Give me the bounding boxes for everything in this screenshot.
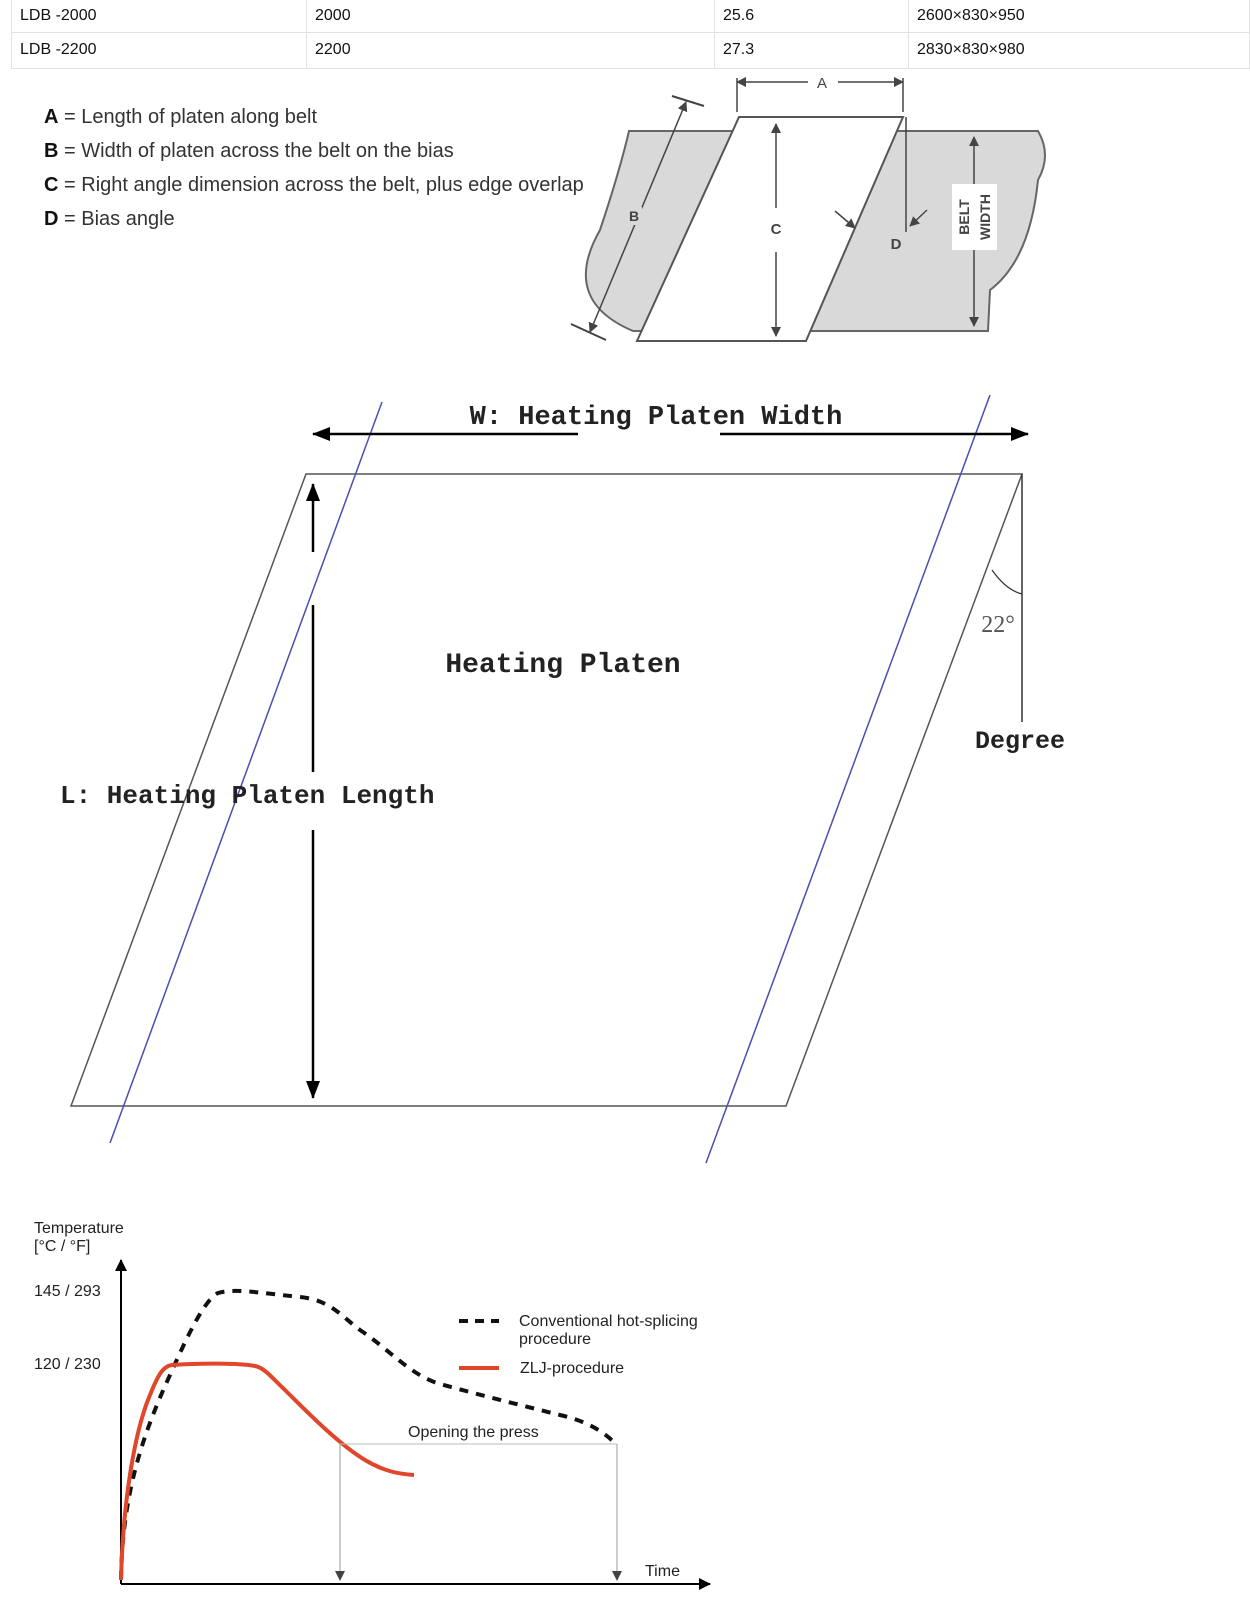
legend-key: B [44, 140, 59, 162]
table-cell: LDB -2000 [11, 0, 307, 33]
guide-line-left [109, 401, 383, 1144]
legend-key: D [44, 208, 59, 230]
legend-label-conventional: Conventional hot-splicing [519, 1313, 698, 1330]
legend-text: = Right angle dimension across the belt,… [64, 174, 584, 196]
dimension-b-tick-top [671, 95, 705, 107]
platen-center-label: Heating Platen [445, 650, 680, 681]
dimension-a-label: A [817, 75, 827, 92]
dimension-c-label: C [771, 221, 782, 238]
degree-label: Degree [975, 727, 1065, 756]
table-cell: 2830×830×980 [908, 31, 1250, 69]
legend-text: = Width of platen across the belt on the… [64, 140, 454, 162]
belt-width-label-bg [952, 184, 997, 250]
dimension-b-label-bg [626, 207, 642, 225]
table-cell: 27.3 [714, 31, 909, 69]
chart-ytick-120: 120 / 230 [34, 1356, 101, 1373]
legend-label-conventional-cont: procedure [519, 1331, 591, 1348]
width-label: W: Heating Platen Width [470, 403, 843, 433]
legend-item-a: A = Length of platen along belt [44, 100, 584, 134]
legend-text: = Bias angle [64, 208, 175, 230]
chart-ytick-145: 145 / 293 [34, 1283, 101, 1300]
dimension-d-label: D [891, 236, 902, 253]
chart-xlabel: Time [645, 1563, 680, 1580]
press-open-annotation: Opening the press [408, 1424, 539, 1441]
legend-key: A [44, 106, 59, 128]
series-zlj-line [119, 1361, 415, 1581]
platen-outline [69, 473, 1024, 1107]
dimension-d-arrow-left [834, 210, 856, 229]
chart-ylabel-line2: [°C / °F] [34, 1238, 90, 1255]
table-cell: 25.6 [714, 0, 909, 33]
temperature-chart: Temperature [°C / °F] Time 145 / 293 120… [34, 1220, 711, 1590]
degree-value: 22° [981, 612, 1015, 638]
legend-label-zlj: ZLJ-procedure [520, 1360, 624, 1377]
legend-item-c: C = Right angle dimension across the bel… [44, 168, 584, 202]
degree-arc [991, 569, 1023, 595]
legend-item-d: D = Bias angle [44, 202, 584, 236]
spec-table: LDB -2000 2000 25.6 2600×830×950 LDB -22… [11, 0, 1250, 69]
dimension-b-tick-bottom [570, 323, 607, 341]
belt-label: BELT [956, 199, 972, 235]
series-conventional-line [119, 1288, 619, 1581]
length-label: L: Heating Platen Length [60, 781, 434, 811]
dimension-b-label: B [629, 208, 639, 224]
table-cell: 2200 [306, 31, 715, 69]
bias-diagram: A B C D BELT WIDTH [570, 75, 1046, 342]
legend-text: = Length of platen along belt [64, 106, 318, 128]
table-row: LDB -2200 2200 27.3 2830×830×980 [11, 31, 1250, 69]
chart-ylabel-line1: Temperature [34, 1220, 124, 1237]
width-label: WIDTH [977, 194, 993, 240]
table-cell: LDB -2200 [11, 31, 307, 69]
dimension-d-arrow-right [909, 209, 928, 227]
legend-item-b: B = Width of platen across the belt on t… [44, 134, 584, 168]
guide-line-right [705, 394, 991, 1164]
legend-key: C [44, 174, 59, 196]
platen-diagram: W: Heating Platen Width L: Heating Plate… [60, 394, 1065, 1164]
bias-legend: A = Length of platen along belt B = Widt… [44, 100, 584, 236]
